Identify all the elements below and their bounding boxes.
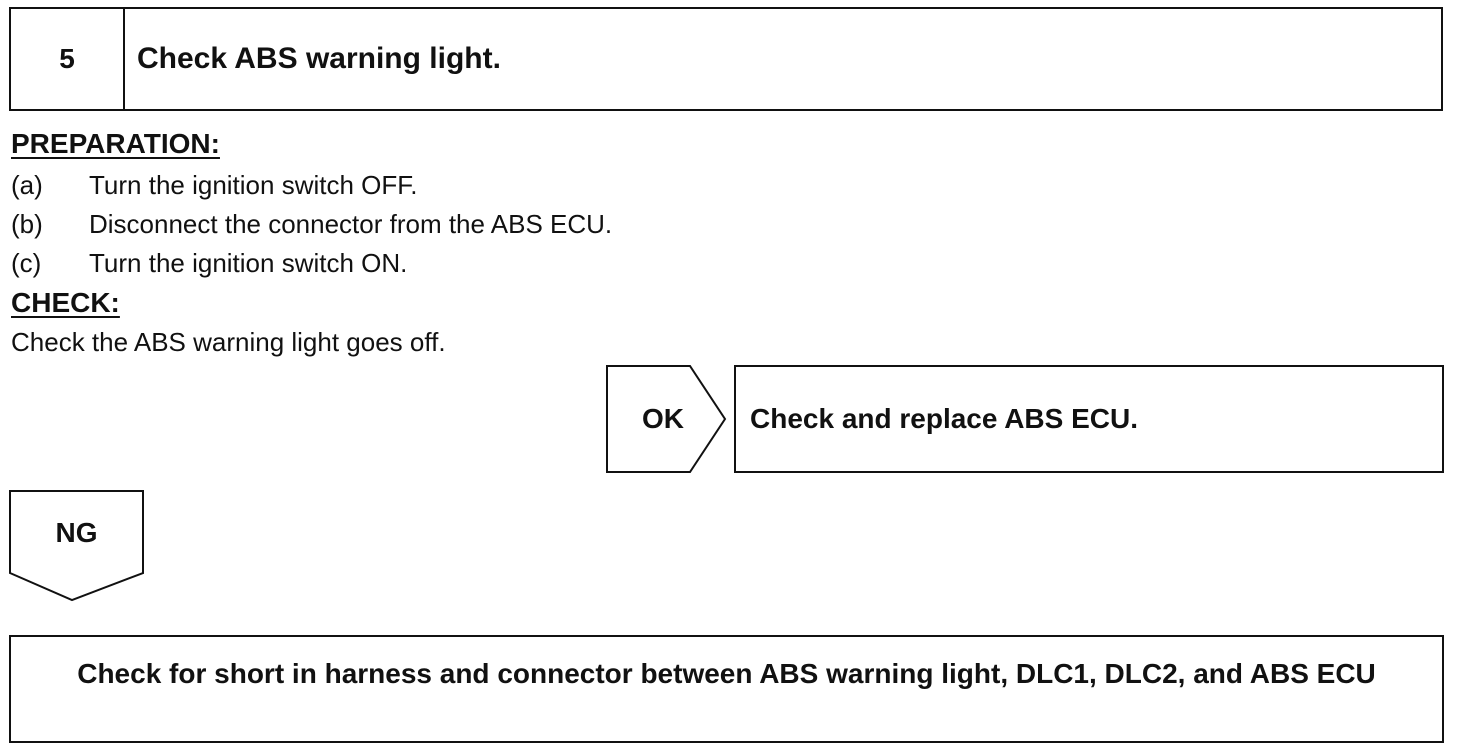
ok-result-box	[734, 365, 1444, 473]
ok-arrow-shape	[606, 365, 727, 473]
preparation-item-c: (c) Turn the ignition switch ON.	[11, 248, 407, 279]
preparation-heading: PREPARATION:	[11, 128, 220, 159]
list-text: Turn the ignition switch ON.	[89, 248, 408, 278]
preparation-item-b: (b) Disconnect the connector from the AB…	[11, 209, 612, 240]
preparation-item-a: (a) Turn the ignition switch OFF.	[11, 170, 418, 201]
ng-label: NG	[55, 517, 98, 548]
list-marker: (a)	[11, 170, 43, 200]
step-header: 5 Check ABS warning light.	[9, 7, 1443, 111]
check-text: Check the ABS warning light goes off.	[11, 327, 446, 357]
ng-arrow-shape	[9, 490, 144, 602]
step-title: Check ABS warning light.	[137, 42, 501, 75]
ok-label: OK	[642, 403, 684, 434]
check-heading: CHECK:	[11, 287, 120, 318]
step-number: 5	[11, 9, 125, 109]
list-marker: (c)	[11, 248, 42, 278]
list-text: Disconnect the connector from the ABS EC…	[89, 209, 613, 239]
ng-result-text: Check for short in harness and connector…	[77, 658, 1376, 689]
list-marker: (b)	[11, 209, 43, 239]
ng-result-box	[9, 635, 1444, 743]
list-text: Turn the ignition switch OFF.	[89, 170, 418, 200]
ok-result-text: Check and replace ABS ECU.	[750, 403, 1138, 434]
